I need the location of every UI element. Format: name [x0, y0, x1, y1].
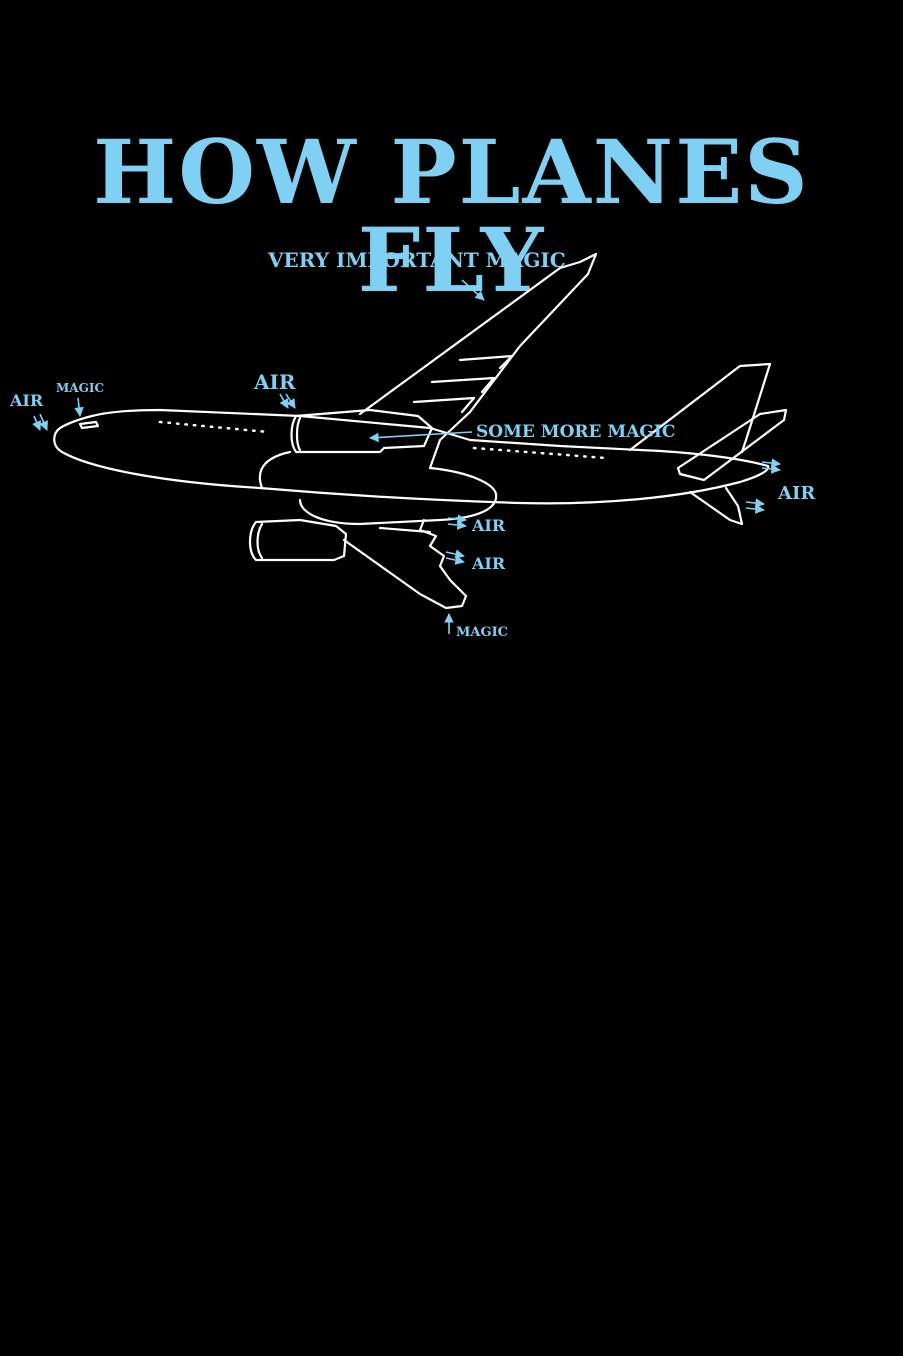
fuselage [53, 408, 770, 505]
engine-lower [248, 518, 348, 562]
horizontal-stabilizer-upper [676, 408, 788, 482]
label-some-more-magic: SOME MORE MAGIC [476, 422, 675, 442]
arrow-magic-nose [74, 397, 84, 417]
arrow-tail-2 [761, 464, 781, 474]
arrow-air-left-1 [32, 415, 42, 431]
arrow-air-engine-2 [285, 393, 296, 409]
label-air-engine: AIR [253, 370, 296, 394]
arrow-lower-1b [447, 520, 467, 530]
upper-wing-flaps [412, 354, 514, 414]
label-air-tail: AIR [777, 483, 816, 504]
label-magic-bottom: MAGIC [456, 625, 508, 640]
airplane-outline [53, 252, 788, 610]
label-magic-nose: MAGIC [56, 381, 104, 395]
page-title: HOW PLANES FLY [93, 120, 810, 312]
windows-rear [472, 446, 608, 460]
label-air-far-left: AIR [9, 391, 44, 410]
annotation-arrows [32, 279, 781, 634]
arrow-air-left-2 [39, 413, 48, 431]
cockpit-window [78, 420, 100, 430]
belly-fairing [258, 450, 498, 526]
label-very-important-magic: VERY IMPORTANT MAGIC [267, 248, 566, 272]
label-air-lower-1: AIR [471, 516, 506, 535]
arrow-tail-4 [745, 504, 765, 514]
arrow-lower-2a [445, 549, 465, 559]
label-air-lower-2: AIR [471, 554, 506, 573]
arrow-tail-3 [745, 498, 765, 508]
windows-front [158, 420, 270, 434]
arrow-lower-1a [447, 514, 467, 524]
arrow-some-more-magic [369, 431, 473, 443]
upper-wing [358, 252, 598, 470]
arrow-tail-1 [761, 458, 781, 468]
lower-wing [342, 518, 468, 610]
horizontal-stabilizer-lower [688, 486, 744, 526]
engine-upper [290, 408, 434, 454]
arrow-wing [461, 279, 485, 301]
arrow-lower-2b [445, 555, 465, 565]
annotation-labels: VERY IMPORTANT MAGIC AIR MAGIC AIR SOME … [9, 248, 816, 640]
vertical-stabilizer [628, 362, 772, 454]
